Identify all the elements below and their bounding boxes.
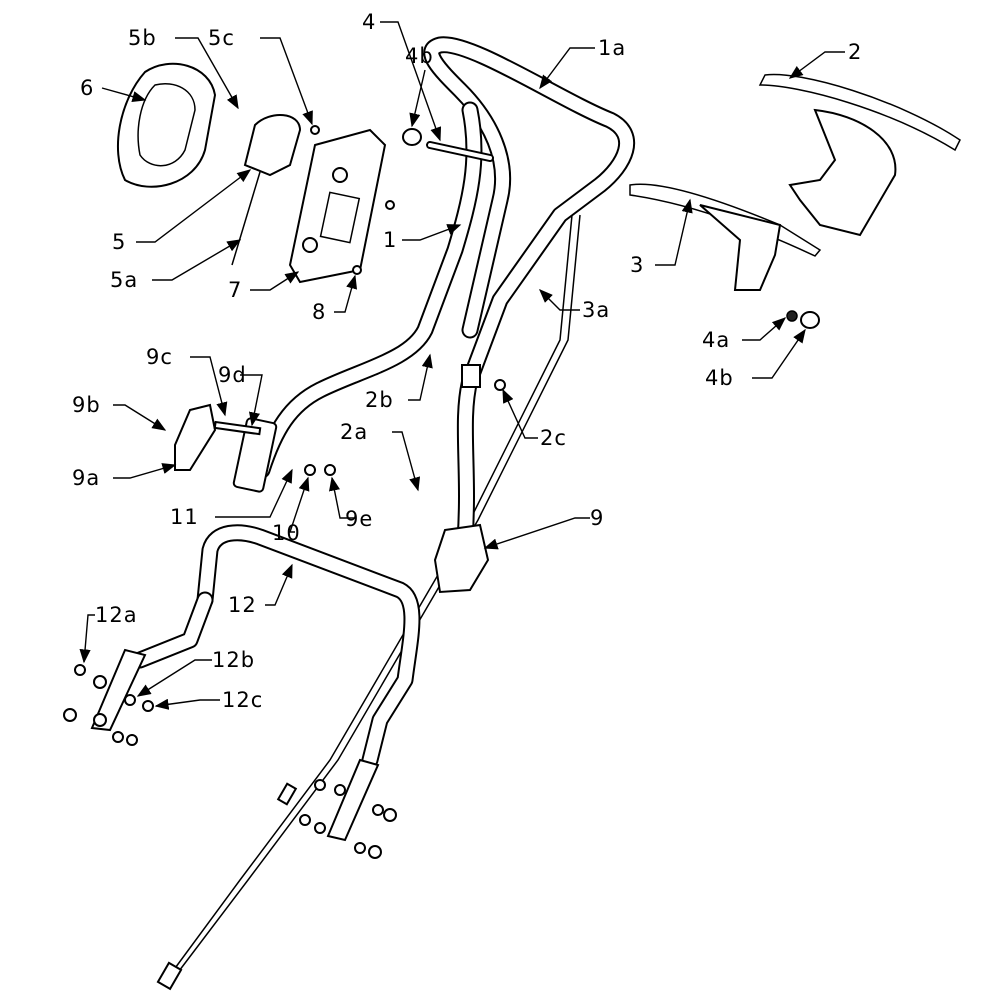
label-7: 7: [228, 278, 242, 302]
label-1: 1: [383, 228, 397, 252]
label-4: 4: [362, 10, 376, 34]
label-2: 2: [848, 40, 862, 64]
leader-lines: [79, 21, 845, 710]
label-9d: 9d: [218, 363, 247, 387]
label-4b-right: 4b: [705, 366, 734, 390]
label-12: 12: [228, 593, 257, 617]
label-2c: 2c: [540, 426, 567, 450]
label-12a: 12a: [95, 603, 138, 627]
fasteners: [63, 125, 506, 859]
cable-2a: [156, 214, 581, 991]
label-9a: 9a: [72, 466, 100, 490]
bail-3: [629, 183, 822, 291]
part-5: [243, 113, 302, 177]
label-6: 6: [80, 76, 94, 100]
label-9e: 9e: [345, 507, 373, 531]
label-12c: 12c: [222, 688, 263, 712]
label-5a: 5a: [110, 268, 138, 292]
label-10: 10: [272, 521, 301, 545]
box-7: [288, 128, 387, 284]
label-8: 8: [312, 300, 326, 324]
label-5: 5: [112, 230, 126, 254]
cover-6: [116, 62, 217, 188]
lower-handle-12: [90, 524, 421, 842]
label-9b: 9b: [72, 393, 101, 417]
bail-2: [758, 73, 961, 237]
label-2b: 2b: [365, 388, 394, 412]
label-5c: 5c: [208, 26, 235, 50]
label-2a: 2a: [340, 420, 368, 444]
label-4a: 4a: [702, 328, 730, 352]
label-12b: 12b: [212, 648, 255, 672]
label-3: 3: [630, 253, 644, 277]
part-labels: 5b 5c 4 4b 1a 2 6 5 5a 1 7 8 3 3a 4a 4b …: [72, 10, 862, 712]
label-1a: 1a: [598, 36, 626, 60]
label-9: 9: [590, 506, 604, 530]
lever-9a: [174, 403, 217, 471]
label-5b: 5b: [128, 26, 157, 50]
lever-9: [433, 523, 490, 594]
label-4b: 4b: [405, 44, 434, 68]
label-3a: 3a: [582, 298, 610, 322]
label-9c: 9c: [146, 345, 173, 369]
label-11: 11: [170, 505, 199, 529]
